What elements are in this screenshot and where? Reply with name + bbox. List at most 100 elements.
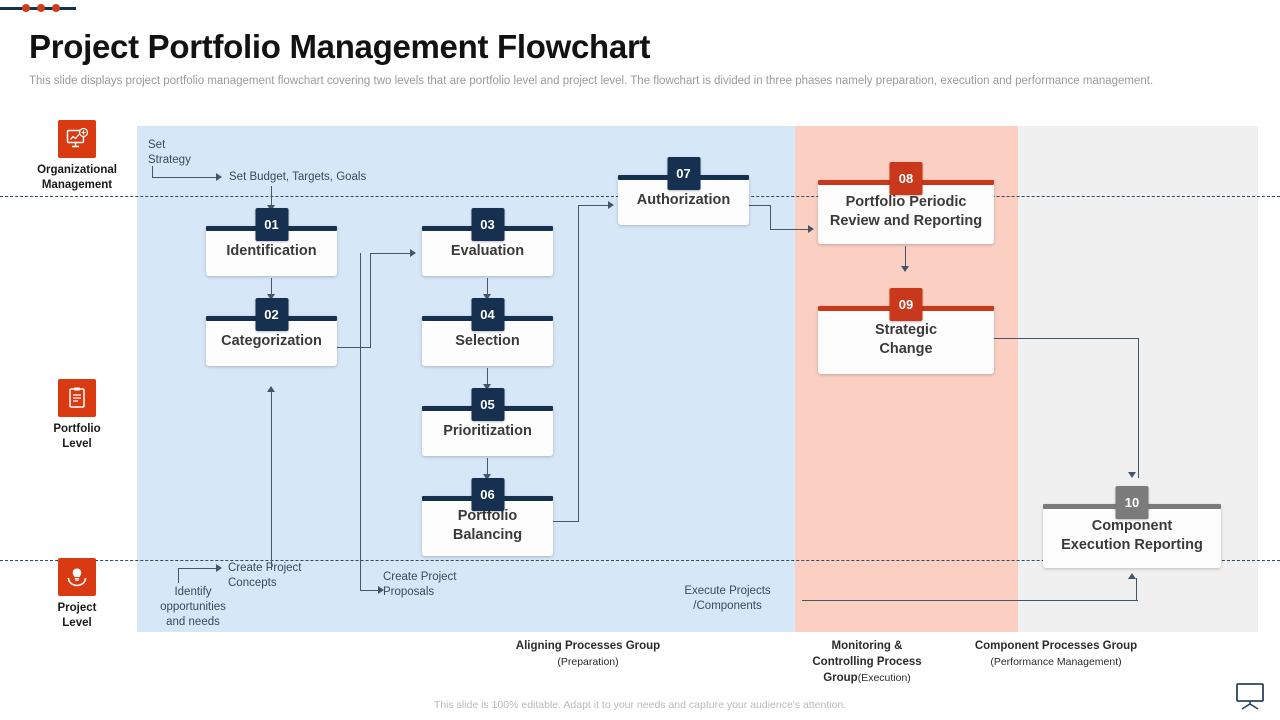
execute-line2: /Components (693, 600, 762, 612)
group-monitoring-name: Monitoring & (831, 640, 903, 652)
process-box-10[interactable]: Component Execution Reporting 10 (1043, 486, 1221, 568)
group-monitoring-name2: Controlling Process (812, 656, 922, 668)
rail-item-organizational-management[interactable]: Organizational Management (7, 120, 147, 193)
process-box-09-label-line1: Strategic (874, 322, 938, 338)
execute-line1: Execute Projects (684, 585, 771, 597)
proposals-line2: Proposals (383, 586, 435, 598)
process-box-06-label-line1: Portfolio (457, 508, 518, 524)
connector-07-08-h1 (749, 205, 771, 207)
group-label-aligning: Aligning Processes Group (Preparation) (468, 638, 708, 670)
rail-item-portfolio-level[interactable]: Portfolio Level (7, 379, 147, 452)
connector-identify-v (178, 568, 180, 583)
connector-03-04 (487, 278, 489, 298)
connector-budget-to-01 (271, 186, 273, 208)
footer-note: This slide is 100% editable. Adapt it to… (433, 699, 847, 711)
set-strategy-line1: Set (148, 139, 166, 151)
arrowhead-to-set-budget (216, 173, 222, 181)
arrowhead-to-box-05 (483, 384, 491, 390)
process-box-02-label: Categorization (221, 332, 322, 349)
rail-label-line1: Project (57, 602, 97, 614)
arrowhead-to-proposals (378, 586, 384, 594)
connector-proposals-to-03-v (360, 253, 362, 559)
process-box-07-label: Authorization (636, 191, 731, 208)
process-box-10-badge: 10 (1115, 486, 1149, 519)
arrowhead-to-box-02-up (267, 386, 275, 392)
connector-identify-h (178, 568, 218, 570)
hands-idea-icon (58, 558, 96, 596)
connector-02-03-h2 (370, 253, 412, 255)
annotation-execute-projects: Execute Projects /Components (675, 584, 780, 614)
connector-02-03-h1 (337, 347, 371, 349)
connector-07-08-v (770, 205, 772, 230)
process-box-02[interactable]: Categorization 02 (206, 298, 337, 366)
process-box-10-label-line1: Component (1091, 518, 1173, 534)
process-box-04[interactable]: Selection 04 (422, 298, 553, 366)
connector-strategy-h (152, 177, 218, 179)
group-component-name: Component Processes Group (974, 640, 1138, 652)
rail-item-project-level[interactable]: Project Level (7, 558, 147, 631)
rail-label-line1: Portfolio (53, 423, 101, 435)
accent-dot-2 (37, 4, 45, 12)
process-box-07[interactable]: Authorization 07 (618, 157, 749, 225)
page-title: Project Portfolio Management Flowchart (29, 28, 651, 65)
group-monitoring-name3: Group (823, 672, 858, 684)
process-box-02-card: Categorization (206, 316, 337, 366)
process-box-06[interactable]: Portfolio Balancing 06 (422, 478, 553, 556)
group-component-sub: (Performance Management) (990, 656, 1122, 668)
proposals-line1: Create Project (383, 571, 457, 583)
monitor-chart-icon (58, 120, 96, 158)
connector-strategy-v (152, 166, 154, 178)
connector-proposals-v (360, 558, 362, 591)
process-box-06-badge: 06 (471, 478, 504, 511)
process-box-05-label: Prioritization (443, 422, 532, 439)
connector-08-09 (905, 246, 907, 271)
process-box-09[interactable]: Strategic Change 09 (818, 288, 994, 374)
process-box-04-label: Selection (455, 332, 520, 349)
process-box-05[interactable]: Prioritization 05 (422, 388, 553, 456)
process-box-03-badge: 03 (471, 208, 504, 241)
concepts-line1: Create Project (228, 562, 302, 574)
process-box-08-label-line1: Portfolio Periodic (845, 194, 967, 210)
process-box-03[interactable]: Evaluation 03 (422, 208, 553, 276)
arrowhead-to-box-04 (483, 294, 491, 300)
rail-label-project-level: Project Level (7, 601, 147, 631)
group-label-monitoring: Monitoring & Controlling Process Group(E… (787, 638, 947, 686)
process-box-09-label-line2: Change (879, 341, 933, 357)
connector-02-03-v (370, 253, 372, 348)
process-box-01[interactable]: Identification 01 (206, 208, 337, 276)
process-box-10-label-line2: Execution Reporting (1061, 537, 1203, 553)
group-label-component: Component Processes Group (Performance M… (946, 638, 1166, 670)
connector-01-02 (271, 278, 273, 298)
connector-06-07-h1 (553, 521, 579, 523)
connector-06-07-h2 (578, 205, 610, 207)
process-box-07-badge: 07 (667, 157, 700, 190)
connector-concepts-to-02-v (271, 390, 273, 570)
rail-label-organizational-management: Organizational Management (7, 163, 147, 193)
presentation-screen-icon[interactable] (1232, 680, 1268, 712)
process-box-08-label-line2: Review and Reporting (829, 213, 983, 229)
set-strategy-line2: Strategy (148, 154, 191, 166)
identify-line2: opportunities (160, 601, 226, 613)
rail-label-line2: Level (62, 438, 92, 450)
process-box-05-badge: 05 (471, 388, 504, 421)
process-box-09-badge: 09 (889, 288, 923, 321)
concepts-line2: Concepts (228, 577, 277, 589)
arrowhead-to-box-10 (1128, 472, 1136, 478)
process-box-08[interactable]: Portfolio Periodic Review and Reporting … (818, 162, 994, 244)
group-aligning-name: Aligning Processes Group (515, 640, 661, 652)
connector-06-07-v (578, 205, 580, 522)
identify-line3: and needs (166, 616, 220, 628)
top-accent-line-2 (48, 7, 76, 10)
arrowhead-to-box-07 (608, 201, 614, 209)
page-subtitle: This slide displays project portfolio ma… (29, 75, 1154, 87)
arrowhead-to-box-10-up (1128, 573, 1136, 579)
process-box-03-label: Evaluation (450, 242, 525, 259)
connector-execute-h (802, 600, 1138, 602)
process-box-01-label: Identification (226, 242, 317, 259)
arrowhead-to-box-06 (483, 474, 491, 480)
annotation-identify-opportunities: Identify opportunities and needs (148, 585, 238, 630)
rail-label-line1: Organizational (37, 164, 117, 176)
rail-label-line2: Level (62, 617, 92, 629)
group-monitoring-sub: (Execution) (857, 672, 911, 684)
